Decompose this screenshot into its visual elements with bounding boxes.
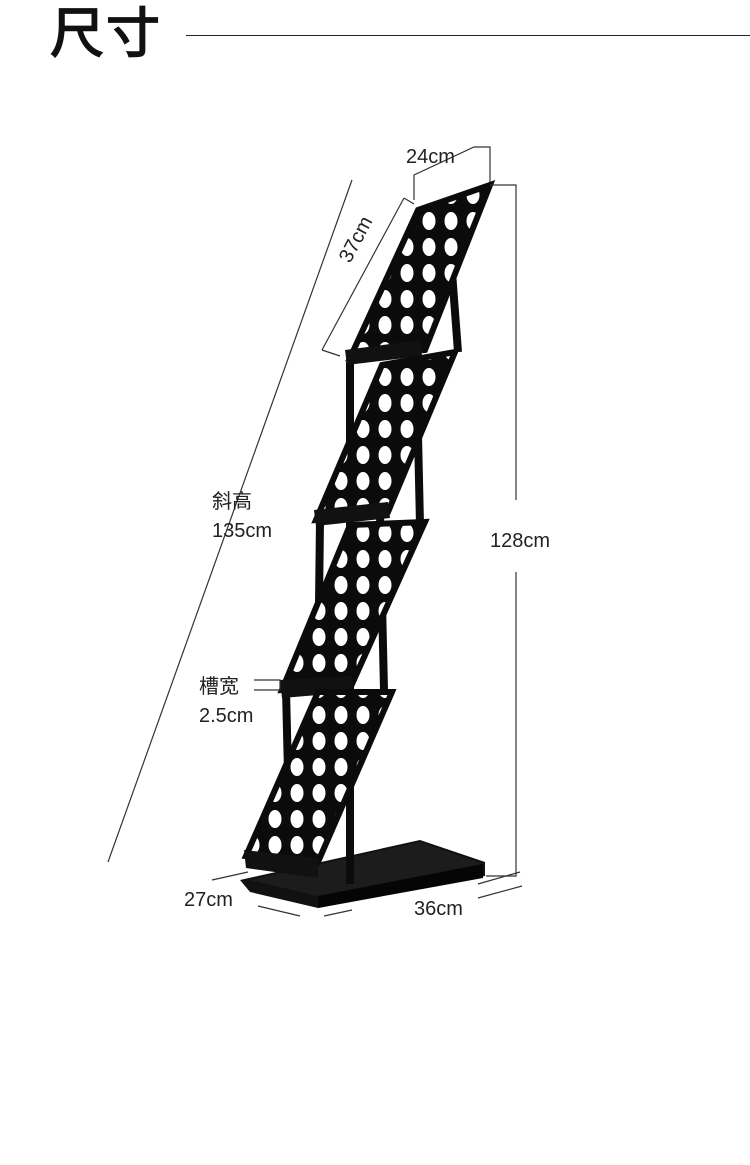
rack-base bbox=[240, 840, 485, 908]
dim-slot-width-line bbox=[254, 679, 281, 691]
dim-slant-height-line bbox=[107, 179, 353, 863]
dim-slant-height-label: 斜高 bbox=[212, 491, 252, 513]
dim-base-depth-line bbox=[211, 871, 249, 881]
dimension-lines bbox=[107, 146, 523, 917]
dim-slant-height: 斜高 135cm bbox=[212, 488, 272, 546]
dim-base-width-line bbox=[323, 909, 353, 917]
rack-shelf-1 bbox=[345, 180, 496, 365]
title-divider bbox=[186, 35, 750, 36]
dim-total-height-line bbox=[490, 184, 517, 500]
dim-base-width-label: 36cm bbox=[414, 898, 463, 920]
dim-slot-width: 槽宽 2.5cm bbox=[199, 673, 253, 731]
dim-slot-width-value: 2.5cm bbox=[199, 705, 254, 727]
dim-base-depth-label: 27cm bbox=[184, 889, 233, 911]
dim-slot-width-label: 槽宽 bbox=[199, 676, 239, 698]
dim-slant-height-value: 135cm bbox=[212, 520, 273, 542]
rack-shelf-4 bbox=[241, 689, 397, 878]
rack-shelf-3 bbox=[277, 518, 430, 698]
dim-top-depth-label: 24cm bbox=[406, 146, 455, 168]
dim-total-height-label: 128cm bbox=[490, 530, 551, 552]
dim-top-depth-line bbox=[413, 146, 491, 200]
section-title: 尺寸 bbox=[50, 2, 162, 65]
dim-shelf-length-line bbox=[321, 197, 405, 351]
rack-shelf-2 bbox=[311, 348, 460, 526]
